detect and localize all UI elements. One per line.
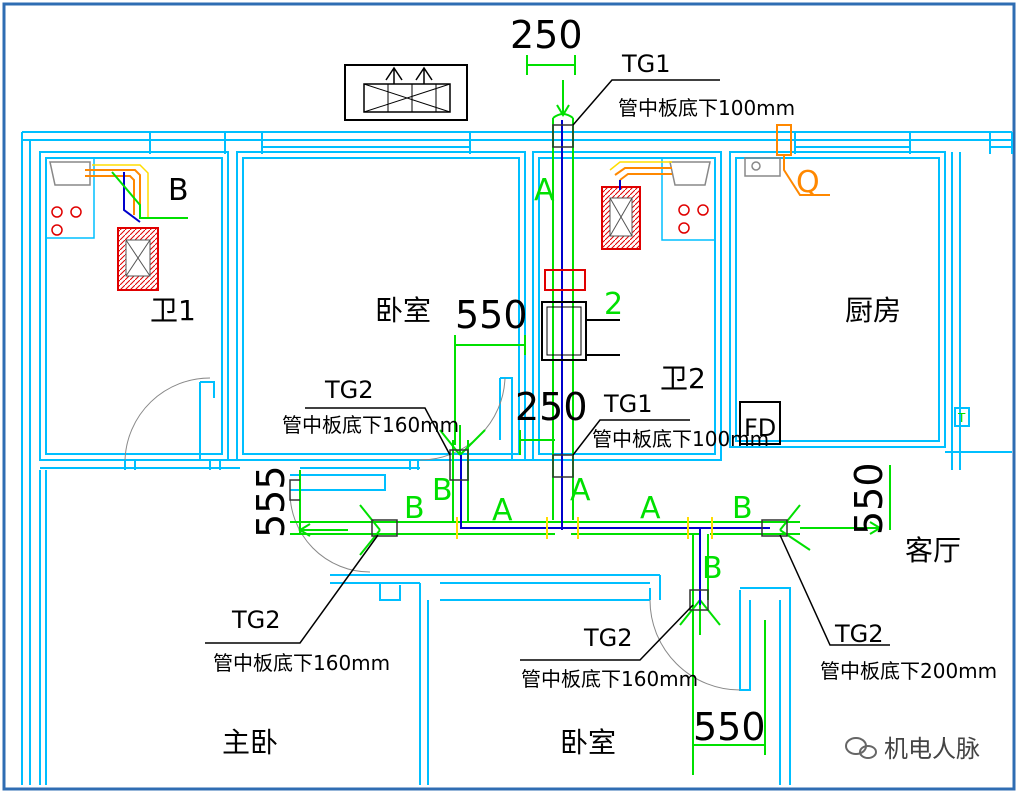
exhaust-fan-bath2 (601, 186, 641, 250)
marker-a1: A (492, 493, 513, 528)
dim-mid-250: 250 (515, 385, 588, 429)
fd-box: FD (739, 401, 781, 445)
yellow-ducts (92, 161, 672, 218)
orange-ducts (85, 124, 830, 215)
marker-b4: B (702, 551, 723, 586)
fd-label: FD (744, 414, 776, 442)
room-label-bedroom-bottom: 卧室 (560, 726, 616, 759)
tg2-left-note: 管中板底下160mm (213, 651, 390, 675)
marker-q-kitchen: Q (796, 165, 820, 200)
walls (21, 131, 1013, 785)
tg1-top-note: 管中板底下100mm (618, 96, 795, 120)
marker-b3: B (732, 491, 753, 526)
tg2-upper-label: TG2 (324, 376, 374, 404)
tg2-mid-label: TG2 (583, 624, 633, 652)
tg2-right-label: TG2 (834, 620, 884, 648)
marker-b-bath: B (168, 173, 189, 208)
indoor-unit (344, 64, 468, 121)
duct-joints (456, 517, 713, 539)
tg1-mid-note: 管中板底下100mm (592, 427, 769, 451)
marker-b1: B (404, 491, 425, 526)
marker-a2: A (640, 491, 661, 526)
bath2-fixtures (661, 157, 716, 241)
tg2-upper-note: 管中板底下160mm (282, 413, 459, 437)
dim-mid-550: 550 (455, 293, 528, 337)
tg2-left-label: TG2 (231, 606, 281, 634)
room-label-bath1: 卫1 (150, 294, 196, 327)
flow-arrows (298, 80, 882, 635)
dim-bottom-550: 550 (693, 705, 766, 749)
room-label-bath2: 卫2 (660, 362, 706, 395)
dim-right-550: 550 (847, 462, 891, 535)
marker-t-small: T (957, 411, 966, 425)
bath-vent-pipes (111, 171, 621, 223)
watermark: 机电人脉 (845, 735, 980, 763)
marker-a-center: A (570, 473, 591, 508)
marker-2: 2 (604, 287, 623, 322)
room-label-bedroom-top: 卧室 (375, 294, 431, 327)
tg1-top-label: TG1 (621, 50, 671, 78)
room-label-living: 客厅 (905, 534, 961, 567)
kitchen-sink (744, 157, 781, 177)
tg2-mid-note: 管中板底下160mm (521, 667, 698, 691)
exhaust-fan-bath1 (117, 227, 159, 291)
dim-top-250: 250 (510, 13, 583, 57)
marker-a-vertical: A (534, 173, 555, 208)
air-diffusers (289, 124, 788, 611)
room-label-kitchen: 厨房 (845, 294, 901, 327)
tg2-right-note: 管中板底下200mm (820, 659, 997, 683)
marker-b2: B (432, 473, 453, 508)
bath2-equipment (541, 269, 620, 361)
tg1-mid-label: TG1 (603, 390, 653, 418)
leader-lines (205, 79, 890, 661)
bath1-fixtures (45, 157, 95, 239)
room-label-master: 主卧 (222, 726, 278, 759)
watermark-text: 机电人脉 (884, 735, 980, 763)
wechat-icon (845, 737, 877, 759)
dim-left-555: 555 (249, 465, 293, 538)
